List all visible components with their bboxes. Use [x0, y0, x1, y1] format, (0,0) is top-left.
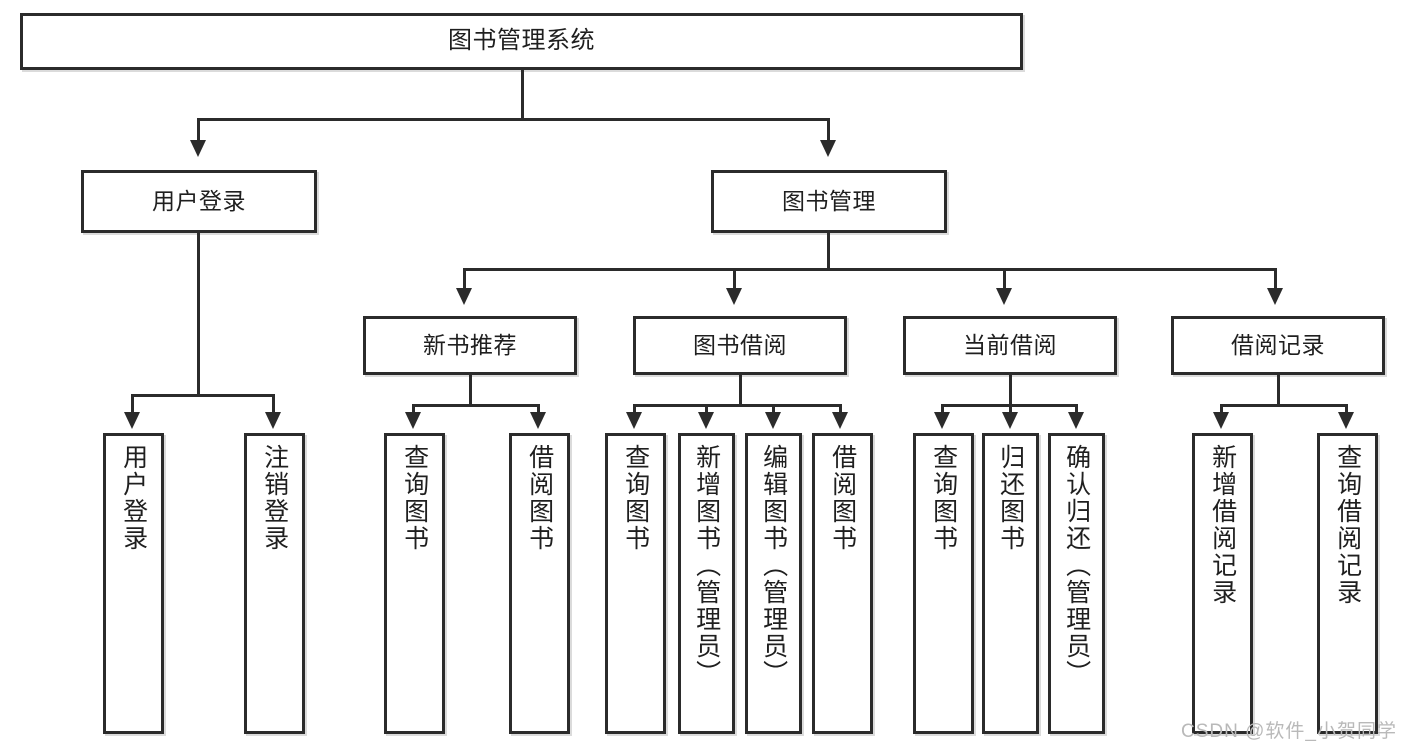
- connector-current-stem: [1009, 375, 1012, 406]
- node-label: 查询图书: [621, 444, 650, 552]
- arrowhead-current-leaf-1: [934, 412, 950, 429]
- leaf-borrow-book-recommend[interactable]: 借阅图书: [509, 433, 570, 734]
- connector-level2-bus: [197, 118, 830, 121]
- node-new-book-recommend[interactable]: 新书推荐: [363, 316, 577, 375]
- leaf-query-book-current[interactable]: 查询图书: [913, 433, 974, 734]
- connector-recommend-bus: [412, 404, 540, 407]
- connector-level3-bus: [463, 268, 1277, 271]
- connector-level3-drop-4: [1274, 268, 1277, 290]
- arrowhead-to-leaf-logout: [265, 412, 281, 429]
- arrowhead-to-book-management: [820, 140, 836, 157]
- node-label: 用户登录: [119, 444, 148, 552]
- node-label: 图书借阅: [693, 331, 787, 358]
- connector-record-bus: [1220, 404, 1348, 407]
- connector-record-drop-1: [1220, 404, 1223, 415]
- node-book-borrow[interactable]: 图书借阅: [633, 316, 847, 375]
- node-label: 图书管理: [782, 187, 876, 214]
- leaf-borrow-book[interactable]: 借阅图书: [812, 433, 873, 734]
- leaf-logout[interactable]: 注销登录: [244, 433, 305, 734]
- node-label: 注销登录: [260, 444, 289, 552]
- arrowhead-current-leaf-3: [1068, 412, 1084, 429]
- node-label: 新增借阅记录: [1208, 444, 1237, 606]
- connector-borrow-drop-3: [772, 404, 775, 415]
- connector-book-management-stem: [827, 233, 830, 270]
- connector-recommend-drop-2: [537, 404, 540, 415]
- node-label: 查询图书: [929, 444, 958, 552]
- node-label: 查询借阅记录: [1333, 444, 1362, 606]
- node-label: 新增图书（管理员）: [692, 444, 721, 687]
- connector-current-drop-1: [941, 404, 944, 415]
- node-label: 新书推荐: [423, 331, 517, 358]
- node-label: 当前借阅: [963, 331, 1057, 358]
- arrowhead-to-current-borrow: [996, 288, 1012, 305]
- node-borrow-record[interactable]: 借阅记录: [1171, 316, 1385, 375]
- connector-level2-drop-left: [197, 118, 200, 143]
- connector-borrow-drop-2: [705, 404, 708, 415]
- connector-level3-drop-1: [463, 268, 466, 290]
- connector-user-login-bus: [131, 394, 275, 397]
- leaf-add-borrow-record[interactable]: 新增借阅记录: [1192, 433, 1253, 734]
- connector-recommend-drop-1: [412, 404, 415, 415]
- node-label: 归还图书: [996, 444, 1025, 552]
- node-user-login[interactable]: 用户登录: [81, 170, 317, 233]
- node-label: 确认归还（管理员）: [1062, 444, 1091, 687]
- connector-current-drop-3: [1075, 404, 1078, 415]
- leaf-query-book-borrow[interactable]: 查询图书: [605, 433, 666, 734]
- arrowhead-to-borrow-record: [1267, 288, 1283, 305]
- arrowhead-to-user-login: [190, 140, 206, 157]
- connector-level3-drop-3: [1003, 268, 1006, 290]
- leaf-query-book-recommend[interactable]: 查询图书: [384, 433, 445, 734]
- leaf-confirm-return-admin[interactable]: 确认归还（管理员）: [1048, 433, 1105, 734]
- connector-current-drop-2: [1009, 404, 1012, 415]
- leaf-edit-book-admin[interactable]: 编辑图书（管理员）: [745, 433, 802, 734]
- node-label: 借阅图书: [828, 444, 857, 552]
- arrowhead-borrow-leaf-4: [832, 412, 848, 429]
- arrowhead-current-leaf-2: [1002, 412, 1018, 429]
- arrowhead-to-book-borrow: [726, 288, 742, 305]
- leaf-add-book-admin[interactable]: 新增图书（管理员）: [678, 433, 735, 734]
- connector-user-login-drop-1: [131, 394, 134, 415]
- connector-borrow-drop-4: [839, 404, 842, 415]
- node-label: 借阅图书: [525, 444, 554, 552]
- node-book-management[interactable]: 图书管理: [711, 170, 947, 233]
- leaf-query-borrow-record[interactable]: 查询借阅记录: [1317, 433, 1378, 734]
- node-label: 查询图书: [400, 444, 429, 552]
- connector-user-login-drop-2: [272, 394, 275, 415]
- arrowhead-to-new-book-recommend: [456, 288, 472, 305]
- arrowhead-borrow-leaf-1: [626, 412, 642, 429]
- arrowhead-record-leaf-2: [1338, 412, 1354, 429]
- connector-record-stem: [1277, 375, 1280, 406]
- connector-level2-drop-right: [827, 118, 830, 143]
- arrowhead-to-leaf-user-login: [124, 412, 140, 429]
- connector-borrow-bus: [633, 404, 842, 407]
- arrowhead-recommend-leaf-2: [530, 412, 546, 429]
- arrowhead-borrow-leaf-2: [698, 412, 714, 429]
- leaf-user-login[interactable]: 用户登录: [103, 433, 164, 734]
- connector-borrow-drop-1: [633, 404, 636, 415]
- connector-level3-drop-2: [733, 268, 736, 290]
- connector-root-stem: [521, 70, 524, 118]
- node-label: 图书管理系统: [448, 27, 595, 55]
- node-root-book-management-system[interactable]: 图书管理系统: [20, 13, 1023, 70]
- connector-user-login-stem: [197, 233, 200, 396]
- node-label: 用户登录: [152, 187, 246, 214]
- node-label: 借阅记录: [1231, 331, 1325, 358]
- leaf-return-book[interactable]: 归还图书: [982, 433, 1039, 734]
- arrowhead-recommend-leaf-1: [405, 412, 421, 429]
- node-current-borrow[interactable]: 当前借阅: [903, 316, 1117, 375]
- arrowhead-record-leaf-1: [1213, 412, 1229, 429]
- connector-record-drop-2: [1345, 404, 1348, 415]
- connector-recommend-stem: [469, 375, 472, 406]
- connector-borrow-stem: [739, 375, 742, 406]
- arrowhead-borrow-leaf-3: [765, 412, 781, 429]
- node-label: 编辑图书（管理员）: [759, 444, 788, 687]
